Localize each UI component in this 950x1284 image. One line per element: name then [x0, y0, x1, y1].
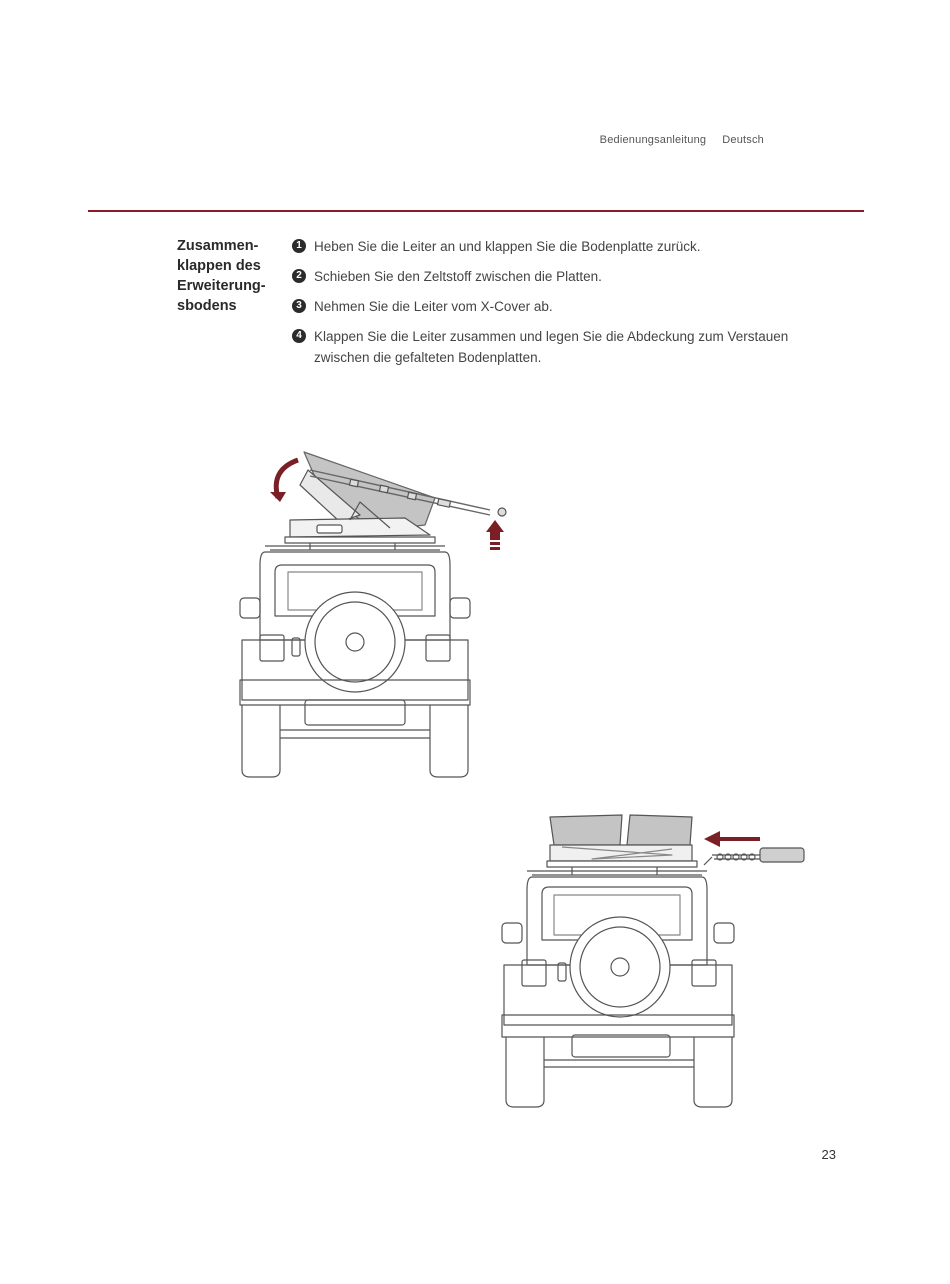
language-label: Deutsch	[722, 134, 764, 146]
step-text: Nehmen Sie die Leiter vom X-Cover ab.	[314, 299, 553, 314]
illustration-remove-ladder	[501, 814, 805, 1108]
page-header: Bedienungsanleitung Deutsch	[560, 134, 764, 146]
section-title: Zusammen- klappen des Erweiterung- sbode…	[177, 238, 266, 314]
step-number: 4	[292, 329, 306, 343]
step-item: 2 Schieben Sie den Zeltstoff zwischen die…	[292, 266, 837, 287]
manual-label: Bedienungsanleitung	[599, 134, 707, 146]
step-number: 3	[292, 299, 306, 313]
step-item: 3 Nehmen Sie die Leiter vom X-Cover ab.	[292, 296, 837, 317]
step-number: 2	[292, 269, 306, 283]
left-arrow-icon	[704, 831, 760, 847]
illustration-fold-floor	[239, 451, 507, 778]
step-text: Klappen Sie die Leiter zusammen und lege…	[314, 329, 789, 365]
step-number: 1	[292, 239, 306, 253]
header-divider	[88, 210, 864, 212]
step-text: Heben Sie die Leiter an und klappen Sie …	[314, 239, 701, 254]
up-arrow-icon	[486, 520, 504, 550]
step-item: 4 Klappen Sie die Leiter zusammen und leg…	[292, 326, 837, 368]
page-number: 23	[821, 1147, 836, 1162]
steps-list: 1 Heben Sie die Leiter an und klappen Sie…	[292, 236, 837, 377]
step-item: 1 Heben Sie die Leiter an und klappen Sie…	[292, 236, 837, 257]
step-text: Schieben Sie den Zeltstoff zwischen die …	[314, 269, 602, 284]
